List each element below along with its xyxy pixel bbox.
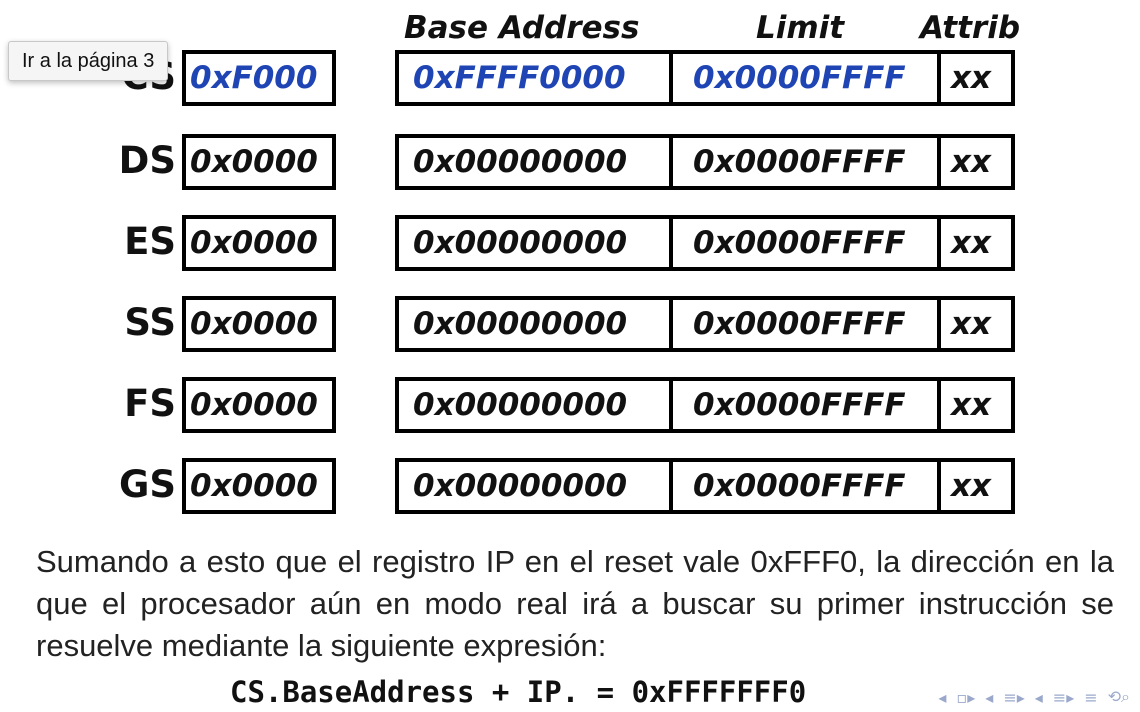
attrib-cell: xx bbox=[937, 381, 1011, 429]
limit-cell: 0x0000FFFF bbox=[669, 300, 937, 348]
selector-box: 0x0000 bbox=[182, 215, 336, 271]
attrib-cell: xx bbox=[937, 300, 1011, 348]
beamer-navigation: ◂ ▫▸ ◂ ≡▸ ◂ ≡▸ ≡ ⟲⌕ bbox=[938, 684, 1130, 710]
limit-cell: 0x0000FFFF bbox=[669, 138, 937, 186]
attrib-cell: xx bbox=[937, 138, 1011, 186]
limit-cell: 0x0000FFFF bbox=[669, 219, 937, 267]
register-row-es: ES 0x0000 0x00000000 0x0000FFFF xx bbox=[0, 215, 1140, 277]
next-subsection-icon[interactable]: ≡▸ bbox=[1003, 687, 1025, 707]
segment-name: GS bbox=[118, 463, 176, 506]
descriptor-cache: 0x00000000 0x0000FFFF xx bbox=[395, 134, 1015, 190]
header-limit: Limit bbox=[756, 10, 845, 46]
selector-box: 0x0000 bbox=[182, 377, 336, 433]
paragraph-text: Sumando a esto que el registro IP en el … bbox=[36, 544, 1114, 663]
selector-box: 0x0000 bbox=[182, 458, 336, 514]
attrib-cell: xx bbox=[937, 219, 1011, 267]
limit-cell: 0x0000FFFF bbox=[669, 54, 937, 102]
attrib-cell: xx bbox=[937, 462, 1011, 510]
first-frame-icon[interactable]: ◂ bbox=[938, 687, 947, 707]
selector-box: 0x0000 bbox=[182, 134, 336, 190]
selector-box: 0xF000 bbox=[182, 50, 336, 106]
register-row-fs: FS 0x0000 0x00000000 0x0000FFFF xx bbox=[0, 377, 1140, 439]
descriptor-cache: 0x00000000 0x0000FFFF xx bbox=[395, 458, 1015, 514]
base-address-cell: 0x00000000 bbox=[413, 225, 628, 261]
prev-frame-icon[interactable]: ▫▸ bbox=[956, 687, 976, 707]
register-row-ds: DS 0x0000 0x00000000 0x0000FFFF xx bbox=[0, 134, 1140, 196]
header-base-address: Base Address bbox=[404, 10, 640, 46]
next-section-icon[interactable]: ≡▸ bbox=[1052, 687, 1075, 707]
header-attrib: Attrib bbox=[920, 10, 1021, 46]
segment-name: FS bbox=[124, 382, 176, 425]
descriptor-cache: 0x00000000 0x0000FFFF xx bbox=[395, 296, 1015, 352]
register-row-cs: CS 0xF000 0xFFFF0000 0x0000FFFF xx bbox=[0, 50, 1140, 112]
segment-name: ES bbox=[124, 220, 176, 263]
segment-name: SS bbox=[124, 301, 176, 344]
base-address-cell: 0x00000000 bbox=[413, 306, 628, 342]
base-address-cell: 0xFFFF0000 bbox=[413, 60, 626, 96]
explanation-paragraph: Sumando a esto que el registro IP en el … bbox=[36, 541, 1114, 667]
base-address-cell: 0x00000000 bbox=[413, 387, 628, 423]
segment-name: DS bbox=[118, 139, 176, 182]
base-address-cell: 0x00000000 bbox=[413, 144, 628, 180]
address-formula: CS.BaseAddress + IP. = 0xFFFFFFF0 bbox=[230, 675, 807, 709]
register-row-ss: SS 0x0000 0x00000000 0x0000FFFF xx bbox=[0, 296, 1140, 358]
search-icon[interactable]: ⟲⌕ bbox=[1107, 687, 1130, 706]
limit-cell: 0x0000FFFF bbox=[669, 462, 937, 510]
prev-section-icon[interactable]: ◂ bbox=[1034, 687, 1043, 707]
page-tooltip: Ir a la página 3 bbox=[8, 41, 169, 81]
prev-subsection-icon[interactable]: ◂ bbox=[985, 687, 994, 707]
base-address-cell: 0x00000000 bbox=[413, 468, 628, 504]
descriptor-cache: 0x00000000 0x0000FFFF xx bbox=[395, 377, 1015, 433]
descriptor-cache: 0xFFFF0000 0x0000FFFF xx bbox=[395, 50, 1015, 106]
toc-icon[interactable]: ≡ bbox=[1084, 687, 1098, 707]
register-row-gs: GS 0x0000 0x00000000 0x0000FFFF xx bbox=[0, 458, 1140, 520]
descriptor-cache: 0x00000000 0x0000FFFF xx bbox=[395, 215, 1015, 271]
selector-box: 0x0000 bbox=[182, 296, 336, 352]
attrib-cell: xx bbox=[937, 54, 1011, 102]
limit-cell: 0x0000FFFF bbox=[669, 381, 937, 429]
